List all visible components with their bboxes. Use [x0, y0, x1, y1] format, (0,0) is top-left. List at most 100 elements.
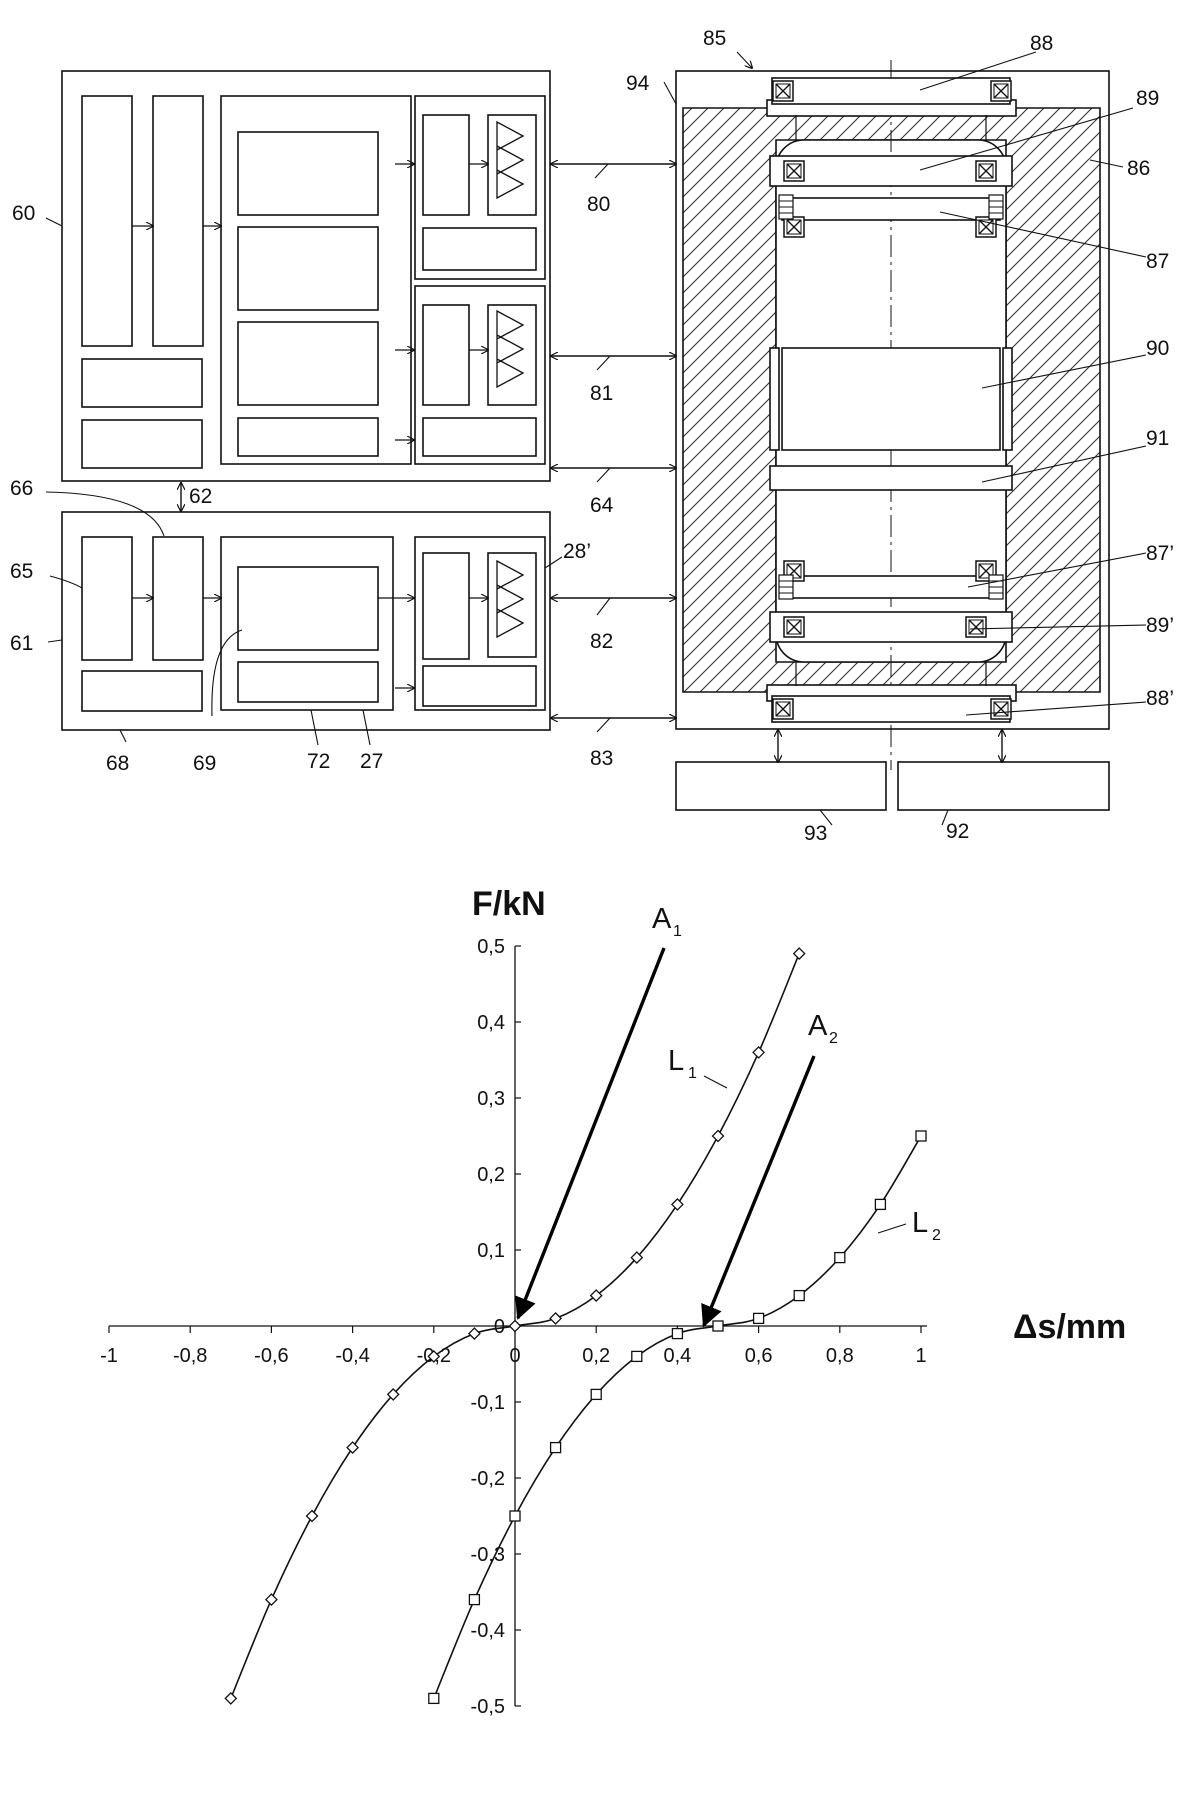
label-87-prime: 87’ [1146, 542, 1174, 565]
label-89: 89 [1136, 87, 1159, 110]
label-86: 86 [1127, 157, 1150, 180]
x-tick-label: -1 [100, 1345, 118, 1367]
x-tick-label: 0,8 [826, 1345, 854, 1367]
y-tick-label: 0 [494, 1316, 505, 1338]
data-point-L1 [549, 1311, 563, 1325]
data-point-L1 [589, 1289, 603, 1303]
data-point-L2 [752, 1312, 765, 1325]
box-92 [897, 761, 1110, 811]
data-point-L2 [834, 1251, 846, 1264]
x-tick-label: 0,4 [663, 1345, 691, 1367]
y-tick-label: 0,4 [477, 1012, 505, 1034]
data-point-L1 [264, 1593, 278, 1607]
label-66: 66 [10, 477, 33, 500]
data-point-L2 [549, 1441, 562, 1454]
label-90: 90 [1146, 337, 1169, 360]
label-60: 60 [12, 202, 35, 225]
label-28-prime: 28’ [563, 540, 591, 563]
y-tick-label: -0,3 [471, 1544, 505, 1566]
x-tick-label: -0,8 [173, 1345, 207, 1367]
label-27: 27 [360, 750, 383, 773]
data-point-L1 [305, 1509, 319, 1523]
data-point-L2 [793, 1289, 805, 1302]
x-tick-label: 0,2 [582, 1345, 610, 1367]
data-point-L2 [631, 1350, 643, 1363]
y-tick-label: 0,5 [477, 936, 505, 958]
amplifier-triangles [496, 120, 525, 639]
x-tick-label: 0 [509, 1345, 520, 1367]
connection-arrows [181, 164, 1002, 762]
annotation-A1-letter: A [652, 903, 672, 935]
series-label-L1: L [668, 1045, 684, 1077]
label-72: 72 [307, 750, 330, 773]
leader-lines [45, 51, 1147, 826]
label-82: 82 [590, 630, 613, 653]
y-tick-label: -0,4 [471, 1620, 505, 1642]
label-69: 69 [193, 752, 216, 775]
data-point-L1 [386, 1387, 400, 1401]
label-88: 88 [1030, 32, 1053, 55]
series-label-sub-L2: 2 [932, 1227, 941, 1244]
arrow-A2 [701, 1055, 816, 1328]
data-point-L2 [428, 1692, 440, 1705]
data-point-L2 [590, 1388, 602, 1401]
internal-arrows [132, 164, 488, 688]
y-tick-label: -0,5 [471, 1696, 505, 1718]
label-91: 91 [1146, 427, 1169, 450]
series-label-L2: L [912, 1207, 928, 1239]
y-tick-label: 0,2 [477, 1164, 505, 1186]
annotation-A2-sub: 2 [829, 1030, 838, 1047]
data-point-L2 [671, 1327, 684, 1340]
label-88-prime: 88’ [1146, 687, 1174, 710]
data-point-L2 [468, 1593, 481, 1606]
data-point-L1 [346, 1441, 360, 1455]
x-tick-label: -0,4 [335, 1345, 369, 1367]
label-64: 64 [590, 494, 614, 517]
label-65: 65 [10, 560, 33, 583]
label-83: 83 [590, 747, 613, 770]
force-displacement-chart: -1-0,8-0,6-0,4-0,200,20,40,60,81 0,50,40… [100, 885, 1126, 1718]
arrow-A1 [515, 947, 666, 1320]
control-unit-61 [61, 511, 551, 731]
label-94: 94 [626, 72, 650, 95]
label-81: 81 [590, 382, 613, 405]
data-point-L1 [427, 1349, 441, 1363]
data-point-L2 [915, 1130, 927, 1142]
data-point-L1 [670, 1197, 684, 1211]
y-tick-label: 0,1 [477, 1240, 505, 1262]
y-tick-labels: 0,5 0,4 0,3 0,2 0,1 0 -0,1 -0,2 -0,3 -0,4 -0,5 [471, 936, 505, 1718]
y-tick-label: 0,3 [477, 1088, 505, 1110]
y-tick-label: -0,1 [471, 1392, 505, 1414]
x-tick-labels: -1-0,8-0,6-0,4-0,200,20,40,60,81 [100, 1345, 926, 1367]
x-tick-label: 1 [915, 1345, 926, 1367]
label-80: 80 [587, 193, 610, 216]
block-diagram [45, 51, 1147, 826]
reference-labels: 60 66 62 65 61 68 69 72 27 28’ 80 81 64 … [10, 27, 1174, 845]
data-point-L2 [874, 1198, 887, 1211]
series-label-sub-L1: 1 [688, 1065, 697, 1082]
box-93 [675, 761, 887, 811]
y-axis-title: F/kN [472, 885, 546, 923]
data-point-L1 [224, 1691, 238, 1705]
annotation-A2-letter: A [808, 1010, 828, 1042]
x-axis-title: Δs/mm [1013, 1308, 1126, 1346]
label-92: 92 [946, 820, 969, 843]
y-tick-label: -0,2 [471, 1468, 505, 1490]
label-93: 93 [804, 822, 827, 845]
label-85: 85 [703, 27, 726, 50]
data-point-L2 [712, 1320, 724, 1332]
series-label-leader [877, 1223, 907, 1234]
data-point-L1 [467, 1327, 481, 1341]
label-89-prime: 89’ [1146, 614, 1174, 637]
control-unit-60 [61, 70, 551, 482]
label-61: 61 [10, 632, 33, 655]
label-68: 68 [106, 752, 129, 775]
data-point-L2 [509, 1510, 521, 1522]
